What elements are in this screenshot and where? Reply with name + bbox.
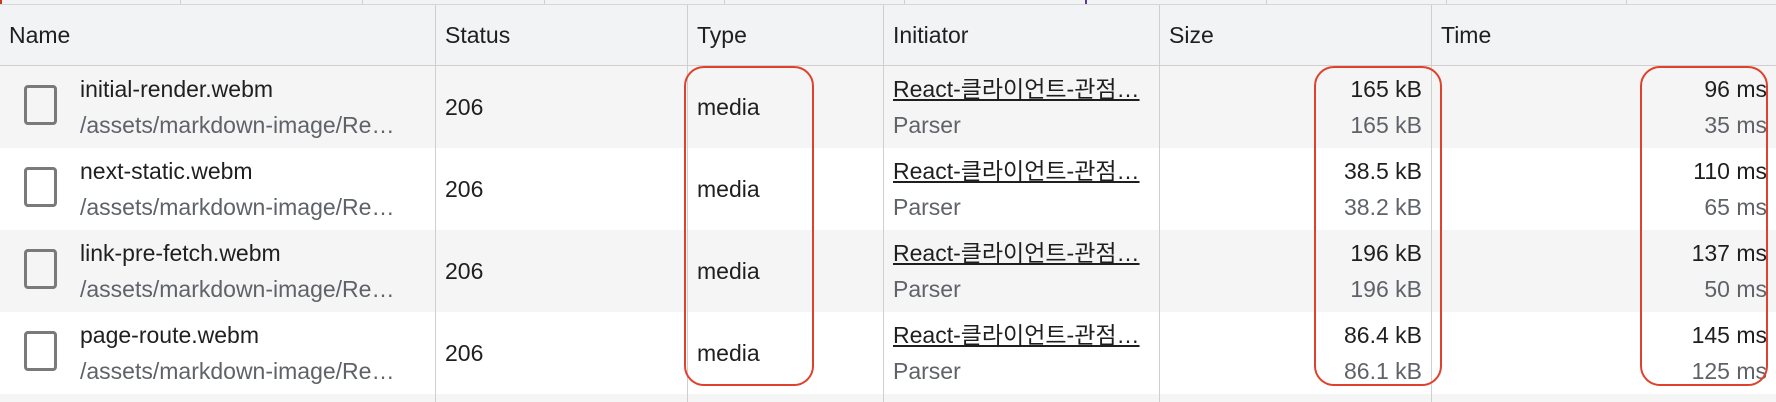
- table-row-status-cell[interactable]: 206: [436, 230, 688, 312]
- request-status: 206: [445, 176, 484, 202]
- column-header-status[interactable]: Status: [436, 5, 688, 66]
- initiator-link[interactable]: React-클라이언트-관점…: [893, 322, 1140, 348]
- column-header-time[interactable]: Time: [1432, 5, 1776, 66]
- table-row-type-cell[interactable]: media: [688, 312, 884, 394]
- resource-size: 38.2 kB: [1344, 194, 1422, 220]
- table-row-partial: [688, 394, 884, 402]
- timeline-tick: [724, 0, 725, 4]
- table-row-name-cell[interactable]: link-pre-fetch.webm /assets/markdown-ima…: [0, 230, 436, 312]
- timeline-marker: [0, 0, 2, 4]
- timeline-tick: [544, 0, 545, 4]
- waterfall-overview-strip: [0, 0, 1776, 5]
- table-row-partial: [1160, 394, 1432, 402]
- timeline-tick: [904, 0, 905, 4]
- request-name: initial-render.webm: [80, 76, 274, 102]
- timeline-marker: [1085, 0, 1087, 4]
- latency-time: 35 ms: [1704, 112, 1767, 138]
- column-header-type[interactable]: Type: [688, 5, 884, 66]
- checkbox-icon[interactable]: [24, 85, 57, 125]
- initiator-type: Parser: [893, 112, 961, 138]
- total-time: 137 ms: [1691, 240, 1767, 266]
- initiator-type: Parser: [893, 194, 961, 220]
- request-path: /assets/markdown-image/Re…: [80, 276, 395, 302]
- request-type: media: [697, 258, 760, 284]
- table-row-status-cell[interactable]: 206: [436, 312, 688, 394]
- table-row-partial: [0, 394, 436, 402]
- table-row-time-cell[interactable]: 145 ms 125 ms: [1432, 312, 1776, 394]
- request-name: next-static.webm: [80, 158, 253, 184]
- initiator-link[interactable]: React-클라이언트-관점…: [893, 240, 1140, 266]
- table-row-initiator-cell[interactable]: React-클라이언트-관점… Parser: [884, 230, 1160, 312]
- table-row-initiator-cell[interactable]: React-클라이언트-관점… Parser: [884, 66, 1160, 148]
- total-time: 145 ms: [1691, 322, 1767, 348]
- table-row-name-cell[interactable]: next-static.webm /assets/markdown-image/…: [0, 148, 436, 230]
- initiator-link[interactable]: React-클라이언트-관점…: [893, 76, 1140, 102]
- initiator-link[interactable]: React-클라이언트-관점…: [893, 158, 1140, 184]
- column-header-size[interactable]: Size: [1160, 5, 1432, 66]
- timeline-tick: [362, 0, 363, 4]
- resource-size: 86.1 kB: [1344, 358, 1422, 384]
- resource-size: 196 kB: [1350, 276, 1422, 302]
- latency-time: 50 ms: [1704, 276, 1767, 302]
- request-name: page-route.webm: [80, 322, 259, 348]
- timeline-tick: [1626, 0, 1627, 4]
- total-time: 110 ms: [1693, 158, 1767, 184]
- network-request-table: Name Status Type Initiator Size Time ini…: [0, 5, 1776, 402]
- timeline-tick: [180, 0, 181, 4]
- table-row-partial: [1432, 394, 1776, 402]
- table-row-partial: [436, 394, 688, 402]
- table-row-initiator-cell[interactable]: React-클라이언트-관점… Parser: [884, 312, 1160, 394]
- request-type: media: [697, 176, 760, 202]
- transfer-size: 196 kB: [1350, 240, 1422, 266]
- table-row-size-cell[interactable]: 196 kB 196 kB: [1160, 230, 1432, 312]
- initiator-type: Parser: [893, 358, 961, 384]
- table-row-status-cell[interactable]: 206: [436, 148, 688, 230]
- latency-time: 65 ms: [1704, 194, 1767, 220]
- latency-time: 125 ms: [1691, 358, 1767, 384]
- column-header-initiator[interactable]: Initiator: [884, 5, 1160, 66]
- table-row-size-cell[interactable]: 86.4 kB 86.1 kB: [1160, 312, 1432, 394]
- initiator-type: Parser: [893, 276, 961, 302]
- request-type: media: [697, 94, 760, 120]
- resource-size: 165 kB: [1350, 112, 1422, 138]
- total-time: 96 ms: [1704, 76, 1767, 102]
- request-name: link-pre-fetch.webm: [80, 240, 281, 266]
- table-row-status-cell[interactable]: 206: [436, 66, 688, 148]
- request-status: 206: [445, 340, 484, 366]
- timeline-tick: [1266, 0, 1267, 4]
- checkbox-icon[interactable]: [24, 331, 57, 371]
- table-row-time-cell[interactable]: 96 ms 35 ms: [1432, 66, 1776, 148]
- transfer-size: 165 kB: [1350, 76, 1422, 102]
- checkbox-icon[interactable]: [24, 249, 57, 289]
- column-header-name[interactable]: Name: [0, 5, 436, 66]
- table-row-name-cell[interactable]: page-route.webm /assets/markdown-image/R…: [0, 312, 436, 394]
- request-type: media: [697, 340, 760, 366]
- request-status: 206: [445, 258, 484, 284]
- table-row-type-cell[interactable]: media: [688, 230, 884, 312]
- table-row-name-cell[interactable]: initial-render.webm /assets/markdown-ima…: [0, 66, 436, 148]
- table-row-initiator-cell[interactable]: React-클라이언트-관점… Parser: [884, 148, 1160, 230]
- timeline-tick: [1446, 0, 1447, 4]
- table-row-time-cell[interactable]: 137 ms 50 ms: [1432, 230, 1776, 312]
- table-row-size-cell[interactable]: 38.5 kB 38.2 kB: [1160, 148, 1432, 230]
- transfer-size: 38.5 kB: [1344, 158, 1422, 184]
- request-path: /assets/markdown-image/Re…: [80, 358, 395, 384]
- checkbox-icon[interactable]: [24, 167, 57, 207]
- table-row-time-cell[interactable]: 110 ms 65 ms: [1432, 148, 1776, 230]
- request-status: 206: [445, 94, 484, 120]
- table-row-type-cell[interactable]: media: [688, 66, 884, 148]
- transfer-size: 86.4 kB: [1344, 322, 1422, 348]
- table-row-type-cell[interactable]: media: [688, 148, 884, 230]
- table-row-partial: [884, 394, 1160, 402]
- table-row-size-cell[interactable]: 165 kB 165 kB: [1160, 66, 1432, 148]
- request-path: /assets/markdown-image/Re…: [80, 194, 395, 220]
- request-path: /assets/markdown-image/Re…: [80, 112, 395, 138]
